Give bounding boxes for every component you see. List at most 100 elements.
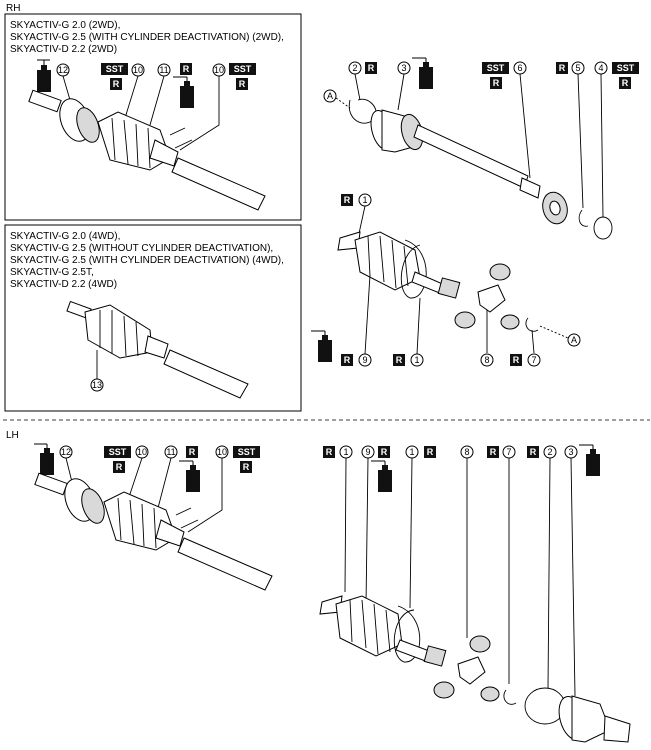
part-number-1: 1 [405, 445, 419, 459]
sst-tag: SST [482, 62, 509, 74]
sst-tag: SST [229, 63, 256, 75]
bearing-6 [542, 191, 568, 225]
part-number-3: 3 [397, 61, 411, 75]
part-number-7: 7 [502, 445, 516, 459]
r-tag: R [556, 62, 568, 74]
grease-can-icon [37, 59, 51, 92]
svg-text:10: 10 [133, 65, 143, 75]
lh-snap-ring-7 [503, 689, 517, 705]
part-number-1: 1 [339, 445, 353, 459]
svg-text:1: 1 [409, 447, 414, 457]
r-tag: R [490, 77, 502, 89]
part-number-1: 1 [358, 193, 372, 207]
svg-text:SST: SST [617, 63, 635, 73]
part-number-12: 12 [59, 445, 73, 459]
svg-text:1: 1 [343, 447, 348, 457]
part-number-10: 10 [135, 445, 149, 459]
part-number-9: 9 [361, 445, 375, 459]
r-tag: R [510, 354, 522, 366]
svg-text:10: 10 [137, 447, 147, 457]
svg-text:R: R [513, 355, 520, 365]
rh-box1-variant-line-1: SKYACTIV-G 2.0 (2WD), [10, 20, 120, 31]
svg-text:9: 9 [362, 355, 367, 365]
svg-text:R: R [239, 79, 246, 89]
svg-text:2: 2 [547, 447, 552, 457]
svg-text:1: 1 [362, 195, 367, 205]
svg-text:R: R [113, 79, 120, 89]
sst-tag: SST [104, 446, 131, 458]
part-number-10: 10 [131, 63, 145, 77]
grease-can-icon [34, 443, 54, 475]
r-tag: R [378, 446, 390, 458]
r-tag: R [527, 446, 539, 458]
grease-can-icon [371, 460, 392, 492]
r-tag: R [341, 354, 353, 366]
svg-text:R: R [493, 78, 500, 88]
svg-text:11: 11 [166, 447, 175, 457]
r-tag: R [619, 77, 631, 89]
rh-box2-variant-line-3: SKYACTIV-G 2.5 (WITH CYLINDER DEACTIVATI… [10, 255, 284, 266]
lh-snap-ring-2 [524, 687, 566, 725]
part-number-11: 11 [157, 63, 171, 77]
svg-text:8: 8 [464, 447, 469, 457]
svg-text:R: R [189, 447, 196, 457]
svg-text:R: R [490, 447, 497, 457]
ring-4 [593, 216, 613, 240]
svg-text:12: 12 [58, 65, 68, 75]
svg-text:R: R [344, 355, 351, 365]
outer-housing-3 [370, 109, 424, 153]
svg-text:R: R [116, 462, 123, 472]
svg-text:R: R [183, 64, 190, 74]
rh-4wd-shaft-assembly [66, 300, 249, 399]
rh-outer-joint-assembly [28, 89, 266, 211]
svg-text:11: 11 [159, 65, 168, 75]
part-number-9: 9 [358, 353, 372, 367]
r-tag: R [180, 63, 192, 75]
sst-tag: SST [612, 62, 639, 74]
tripod-spider-8 [454, 263, 520, 330]
svg-text:R: R [622, 78, 629, 88]
svg-text:SST: SST [234, 64, 252, 74]
inner-joint-boot [337, 231, 461, 299]
svg-text:7: 7 [531, 355, 536, 365]
part-number-10: 10 [212, 63, 226, 77]
lh-outer-joint-assembly [34, 472, 273, 591]
snap-ring-5 [578, 209, 589, 227]
part-number-5: 5 [571, 61, 585, 75]
sst-tag: SST [101, 63, 128, 75]
grease-can-icon [311, 330, 332, 362]
part-number-11: 11 [164, 445, 178, 459]
r-tag: R [113, 461, 125, 473]
r-tag: R [424, 446, 436, 458]
svg-text:R: R [530, 447, 537, 457]
rh-box2-variant-line-4: SKYACTIV-G 2.5T, [10, 267, 94, 278]
rh-box2-variant-line-1: SKYACTIV-G 2.0 (4WD), [10, 231, 120, 242]
r-tag: R [341, 194, 353, 206]
part-number-4: 4 [594, 61, 608, 75]
svg-text:7: 7 [506, 447, 511, 457]
part-number-2: 2 [348, 61, 362, 75]
svg-text:A: A [327, 91, 333, 101]
lh-inner-joint-boot [319, 595, 447, 667]
r-tag: R [236, 78, 248, 90]
detail-ref-a: A [323, 89, 337, 103]
part-number-10: 10 [215, 445, 229, 459]
part-number-7: 7 [527, 353, 541, 367]
svg-text:10: 10 [214, 65, 224, 75]
r-tag: R [487, 446, 499, 458]
r-tag: R [110, 78, 122, 90]
sst-tag: SST [233, 446, 260, 458]
section-label-lh: LH [6, 430, 19, 441]
grease-can-icon [412, 57, 433, 89]
svg-text:4: 4 [598, 63, 603, 73]
svg-text:SST: SST [106, 64, 124, 74]
part-number-1: 1 [410, 353, 424, 367]
svg-text:R: R [396, 355, 403, 365]
rh-box1-variant-line-2: SKYACTIV-G 2.5 (WITH CYLINDER DEACTIVATI… [10, 32, 284, 43]
grease-can-icon [179, 460, 200, 492]
snap-ring-7 [525, 317, 539, 332]
section-label-rh: RH [6, 3, 20, 14]
svg-text:SST: SST [109, 447, 127, 457]
svg-text:8: 8 [484, 355, 489, 365]
